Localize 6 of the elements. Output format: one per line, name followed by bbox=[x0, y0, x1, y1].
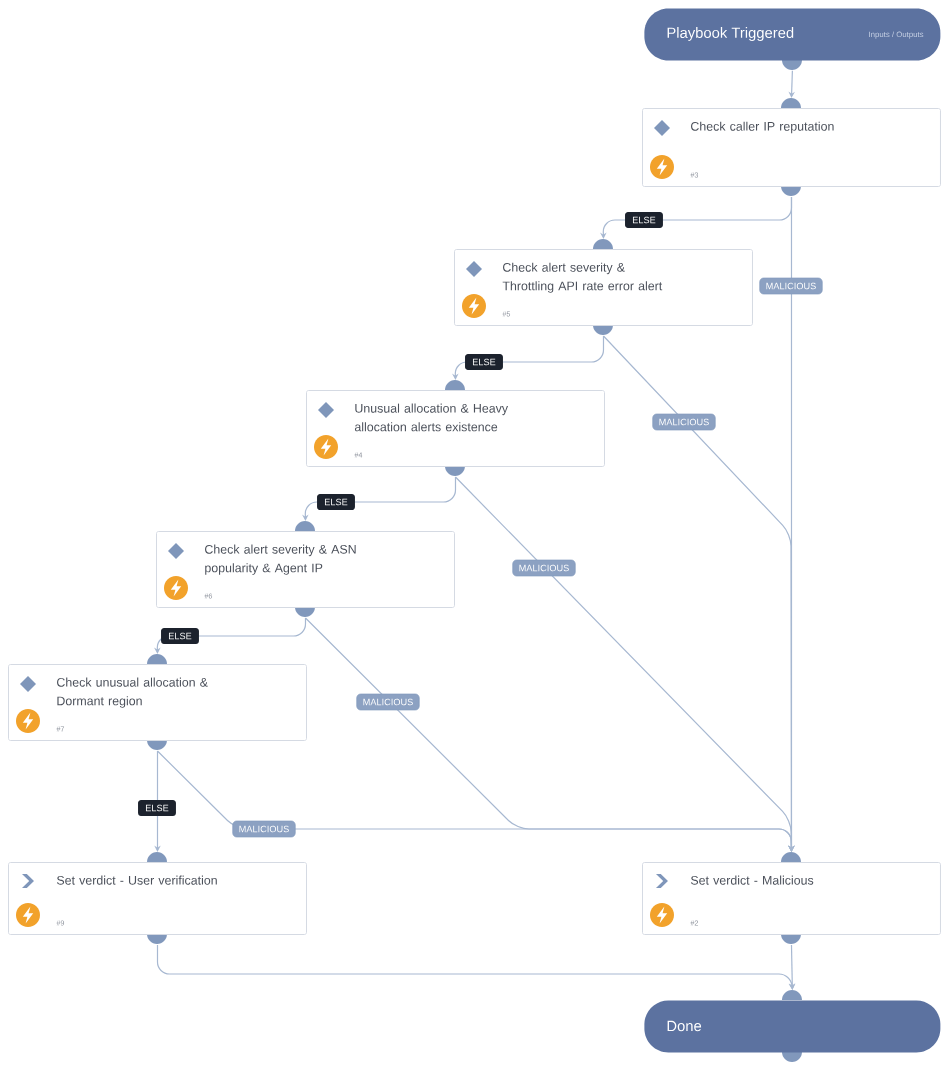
connector-arrow bbox=[156, 750, 795, 852]
connector-arrow bbox=[154, 617, 307, 654]
connector-arrow bbox=[789, 944, 796, 990]
connector-arrow bbox=[302, 476, 457, 521]
connector-arrow bbox=[452, 335, 605, 380]
connector-arrow bbox=[156, 944, 796, 990]
